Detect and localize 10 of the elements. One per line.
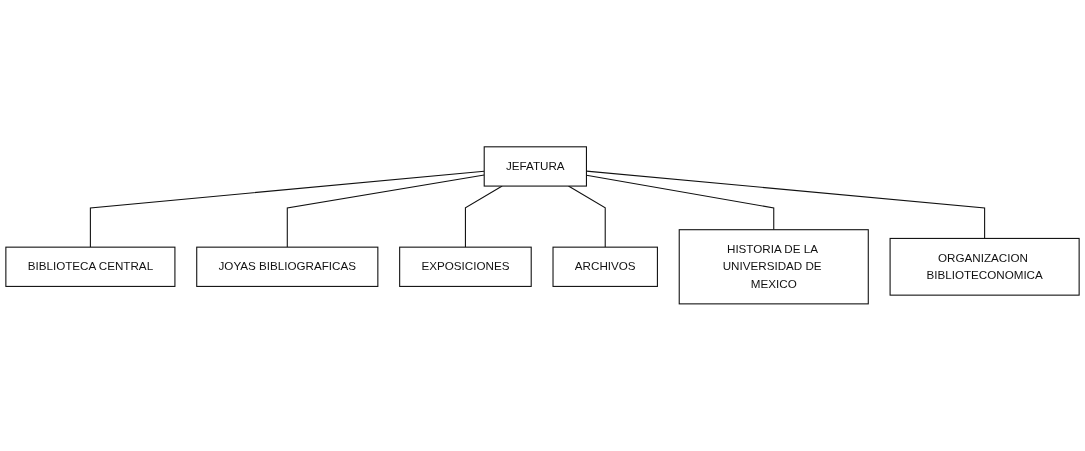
connector — [286, 174, 485, 248]
connector — [89, 170, 485, 248]
node-box: ORGANIZACION BIBLIOTECONOMICA — [889, 238, 1080, 296]
node-box: JEFATURA — [483, 146, 587, 187]
node-box: HISTORIA DE LA UNIVERSIDAD DE MEXICO — [678, 229, 869, 305]
node-box: JOYAS BIBLIOGRAFICAS — [196, 246, 379, 288]
node-box: ARCHIVOS — [552, 246, 658, 288]
node-box: EXPOSICIONES — [399, 246, 532, 288]
connector — [464, 185, 503, 248]
node-box: BIBLIOTECA CENTRAL — [5, 246, 176, 288]
